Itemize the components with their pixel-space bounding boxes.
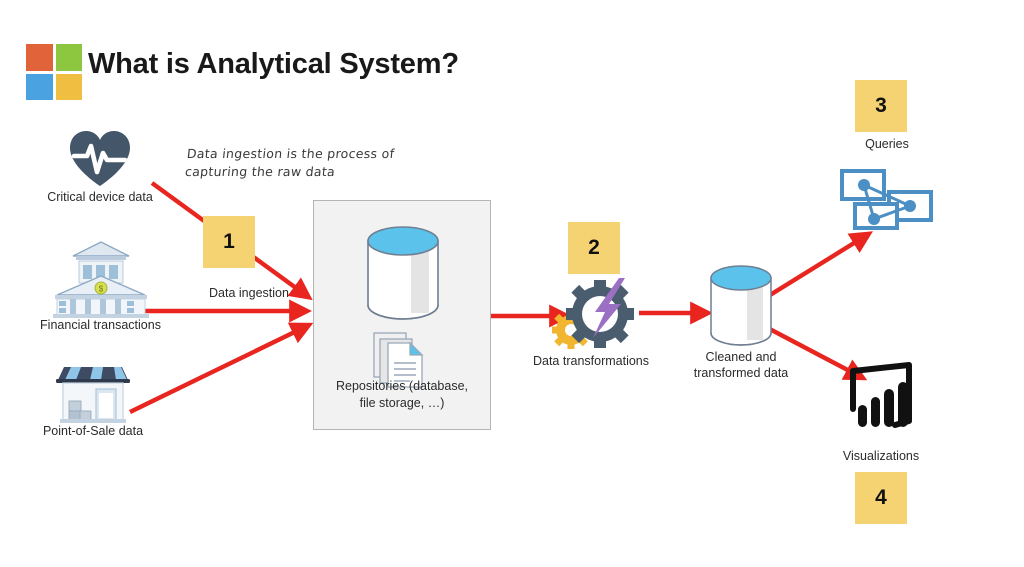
data-transformations: Data transformations: [528, 278, 654, 370]
gears-lightning-icon: [528, 278, 654, 354]
query-network-icon: [832, 168, 942, 230]
repositories-container: [313, 200, 491, 430]
cleaned-transformed-data: Cleaned and transformed data: [683, 262, 799, 381]
cleaned-caption-line-2: transformed data: [693, 365, 789, 380]
heart-pulse-icon: [40, 128, 160, 190]
database-cylinder-icon: [683, 262, 799, 350]
logo-square-green: [55, 44, 82, 71]
repositories-caption: Repositories (database, file storage, …): [313, 378, 491, 412]
output-queries: [832, 168, 942, 230]
source-financial-transactions: $ Financial transactions: [33, 240, 168, 334]
repositories-caption-line-2: file storage, …): [359, 395, 445, 410]
step-badge-1: 1: [203, 216, 255, 268]
source-label-financial: Financial transactions: [40, 318, 161, 332]
cleaned-caption-line-1: Cleaned and: [705, 350, 777, 364]
output-visualizations: [826, 358, 936, 440]
source-label-pos: Point-of-Sale data: [42, 424, 144, 438]
arrow-pos-to-repo: [129, 322, 314, 414]
output-label-visualizations: Visualizations: [842, 449, 920, 463]
page-title: What is Analytical System?: [88, 48, 459, 80]
svg-text:$: $: [98, 285, 103, 294]
source-critical-device-data: Critical device data: [40, 128, 160, 206]
bank-building-icon: $: [33, 240, 168, 318]
storefront-icon: [33, 362, 153, 424]
documents-icon: [372, 329, 436, 398]
output-label-queries: Queries: [865, 137, 909, 151]
logo-square-red: [26, 44, 53, 71]
data-ingestion-label: Data ingestion: [209, 286, 289, 300]
microsoft-logo: [26, 44, 82, 100]
annotation-line-2: capturing the raw data: [184, 164, 336, 180]
annotation-line-1: Data ingestion is the process of: [186, 146, 396, 161]
data-transformations-label: Data transformations: [532, 354, 650, 368]
database-cylinder-icon: [364, 223, 442, 328]
step-badge-4: 4: [855, 472, 907, 524]
repositories-caption-line-1: Repositories (database,: [335, 379, 469, 393]
source-label-critical: Critical device data: [47, 190, 153, 204]
logo-square-blue: [26, 73, 53, 100]
step-badge-3: 3: [855, 80, 907, 132]
step-badge-2: 2: [568, 222, 620, 274]
logo-square-yellow: [55, 73, 82, 100]
power-bi-visualization-icon: [826, 358, 936, 440]
ingestion-annotation: Data ingestion is the process of capturi…: [184, 145, 395, 181]
source-point-of-sale: Point-of-Sale data: [33, 362, 153, 440]
